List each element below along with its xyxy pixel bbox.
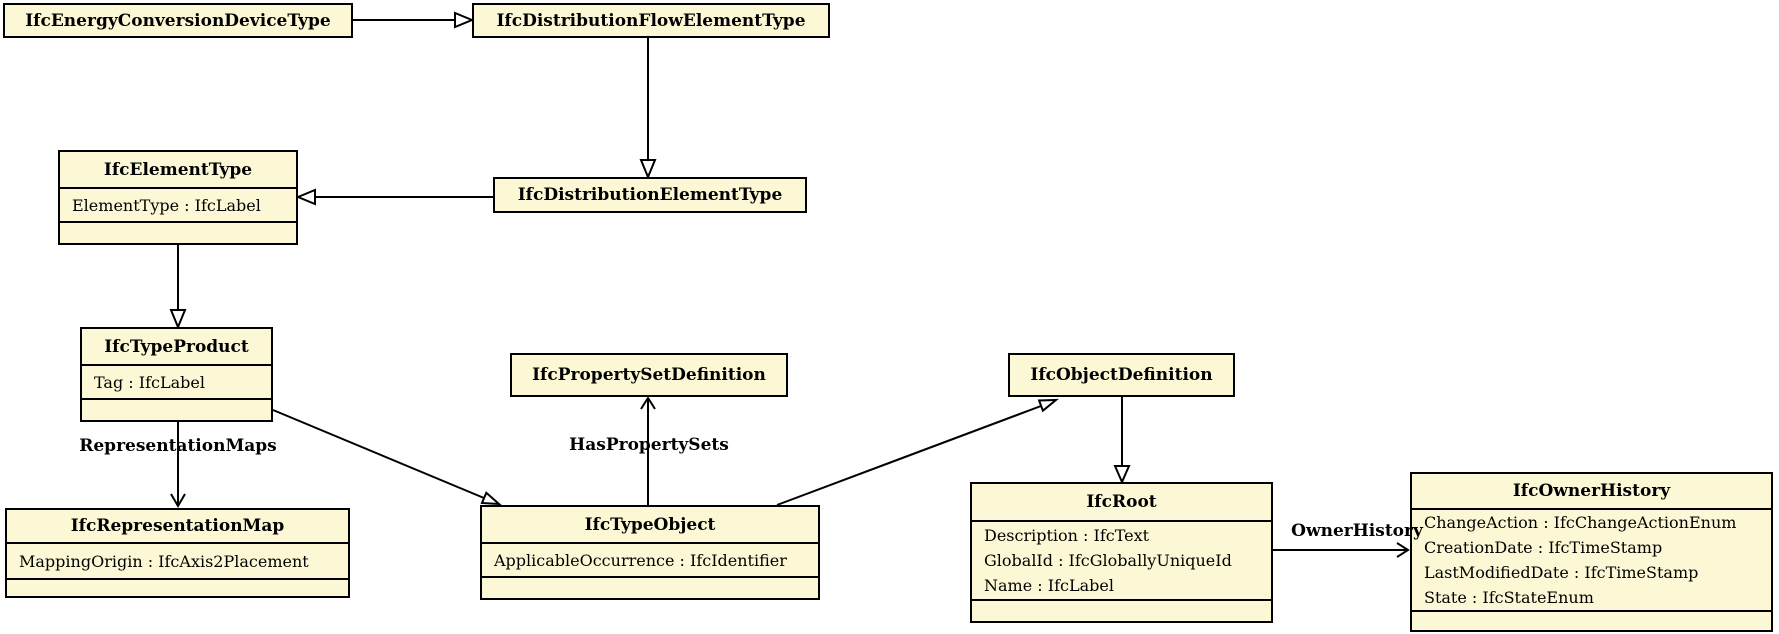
class-attributes: ApplicableOccurrence : IfcIdentifier: [482, 542, 818, 578]
attribute-line: ElementType : IfcLabel: [72, 195, 261, 215]
class-ifcenergyconversiondevicetype: IfcEnergyConversionDeviceType: [3, 3, 353, 38]
edge-ownerhistory: [1273, 542, 1410, 558]
class-ifcobjectdefinition: IfcObjectDefinition: [1008, 353, 1235, 397]
class-title: IfcDistributionFlowElementType: [496, 10, 806, 31]
attribute-line: Name : IfcLabel: [984, 576, 1114, 595]
class-ifcrepresentationmap: IfcRepresentationMap MappingOrigin : Ifc…: [5, 508, 350, 598]
edge-typeproduct-to-typeobject: [272, 409, 502, 506]
attribute-line: Tag : IfcLabel: [94, 372, 205, 392]
class-attributes: Description : IfcText GlobalId : IfcGlob…: [972, 520, 1271, 601]
edge-objectdefinition-to-root: [1113, 397, 1131, 485]
class-title: IfcRepresentationMap: [70, 516, 285, 536]
edge-haspropertysets: [640, 396, 656, 505]
class-title: IfcEnergyConversionDeviceType: [25, 10, 331, 31]
edge-energy-to-distflow: [353, 11, 475, 29]
class-ifctypeobject: IfcTypeObject ApplicableOccurrence : Ifc…: [480, 505, 820, 600]
class-attributes: ChangeAction : IfcChangeActionEnum Creat…: [1412, 508, 1771, 612]
class-ifcdistributionflowelementtype: IfcDistributionFlowElementType: [472, 3, 830, 38]
class-ifctypeproduct: IfcTypeProduct Tag : IfcLabel: [80, 327, 273, 422]
class-title: IfcElementType: [103, 159, 253, 180]
empty-compartment: [1412, 612, 1771, 630]
edge-label-haspropertysets: HasPropertySets: [569, 435, 729, 455]
empty-compartment: [482, 578, 818, 598]
attribute-line: MappingOrigin : IfcAxis2Placement: [19, 551, 309, 571]
attribute-line: Description : IfcText: [984, 526, 1150, 545]
edge-label-representationmaps: RepresentationMaps: [79, 436, 277, 456]
class-title: IfcDistributionElementType: [517, 185, 783, 205]
class-title: IfcObjectDefinition: [1030, 365, 1213, 385]
class-attributes: MappingOrigin : IfcAxis2Placement: [7, 542, 348, 580]
attribute-line: CreationDate : IfcTimeStamp: [1424, 538, 1663, 557]
class-ifcpropertysetdefinition: IfcPropertySetDefinition: [510, 353, 788, 397]
class-attributes: Tag : IfcLabel: [82, 364, 271, 400]
empty-compartment: [972, 601, 1271, 621]
edge-distflow-to-distelem: [639, 38, 657, 180]
attribute-line: GlobalId : IfcGloballyUniqueId: [984, 551, 1232, 570]
attribute-line: State : IfcStateEnum: [1424, 588, 1594, 607]
class-ifcdistributionelementtype: IfcDistributionElementType: [493, 177, 807, 213]
edge-distelem-to-elementtype: [295, 188, 493, 206]
edge-elementtype-to-typeproduct: [169, 245, 187, 330]
class-title: IfcRoot: [1086, 492, 1157, 512]
class-title: IfcTypeProduct: [104, 336, 249, 357]
class-ifcelementtype: IfcElementType ElementType : IfcLabel: [58, 150, 298, 245]
class-title: IfcTypeObject: [584, 514, 716, 535]
attribute-line: LastModifiedDate : IfcTimeStamp: [1424, 563, 1699, 582]
class-title: IfcOwnerHistory: [1512, 481, 1671, 501]
empty-compartment: [7, 580, 348, 596]
empty-compartment: [60, 223, 296, 243]
attribute-line: ChangeAction : IfcChangeActionEnum: [1424, 513, 1737, 532]
edge-label-ownerhistory: OwnerHistory: [1291, 521, 1423, 541]
class-title: IfcPropertySetDefinition: [532, 365, 766, 385]
edge-representationmaps: [170, 422, 186, 508]
class-ifcroot: IfcRoot Description : IfcText GlobalId :…: [970, 482, 1273, 623]
class-ifcownerhistory: IfcOwnerHistory ChangeAction : IfcChange…: [1410, 472, 1773, 632]
empty-compartment: [82, 400, 271, 420]
edge-typeobject-to-objectdefinition: [776, 398, 1059, 506]
class-attributes: ElementType : IfcLabel: [60, 187, 296, 223]
attribute-line: ApplicableOccurrence : IfcIdentifier: [494, 550, 787, 570]
